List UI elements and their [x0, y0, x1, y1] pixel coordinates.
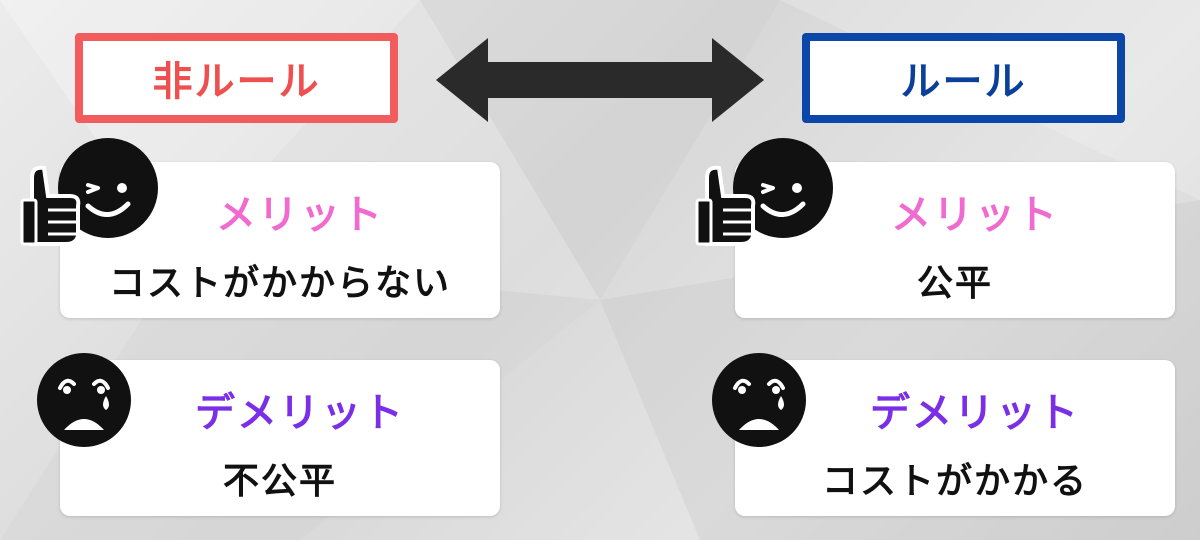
wink-thumbs-up-face-icon: [695, 138, 833, 246]
left-merit-value: コストがかからない: [108, 263, 451, 304]
crying-sad-face-icon: [712, 353, 806, 447]
left-demerit-label: デメリット: [195, 390, 405, 436]
double-headed-arrow-icon: [436, 38, 764, 122]
rule-title: ルール: [900, 59, 1027, 105]
right-demerit-label: デメリット: [870, 390, 1080, 436]
right-demerit-card: デメリット コストがかかる: [735, 360, 1175, 516]
left-demerit-card: デメリット 不公平: [60, 360, 500, 516]
right-merit-card: メリット 公平: [735, 162, 1175, 318]
right-merit-label: メリット: [891, 192, 1059, 238]
left-merit-card: メリット コストがかからない: [60, 162, 500, 318]
right-merit-value: 公平: [916, 263, 993, 304]
left-demerit-value: 不公平: [222, 461, 337, 502]
wink-thumbs-up-face-icon: [20, 138, 158, 246]
non-rule-title: 非ルール: [152, 59, 321, 105]
rule-title-box: ルール: [802, 33, 1125, 123]
crying-sad-face-icon: [37, 353, 131, 447]
non-rule-title-box: 非ルール: [75, 33, 398, 123]
left-merit-label: メリット: [216, 192, 384, 238]
right-demerit-value: コストがかかる: [821, 461, 1088, 502]
